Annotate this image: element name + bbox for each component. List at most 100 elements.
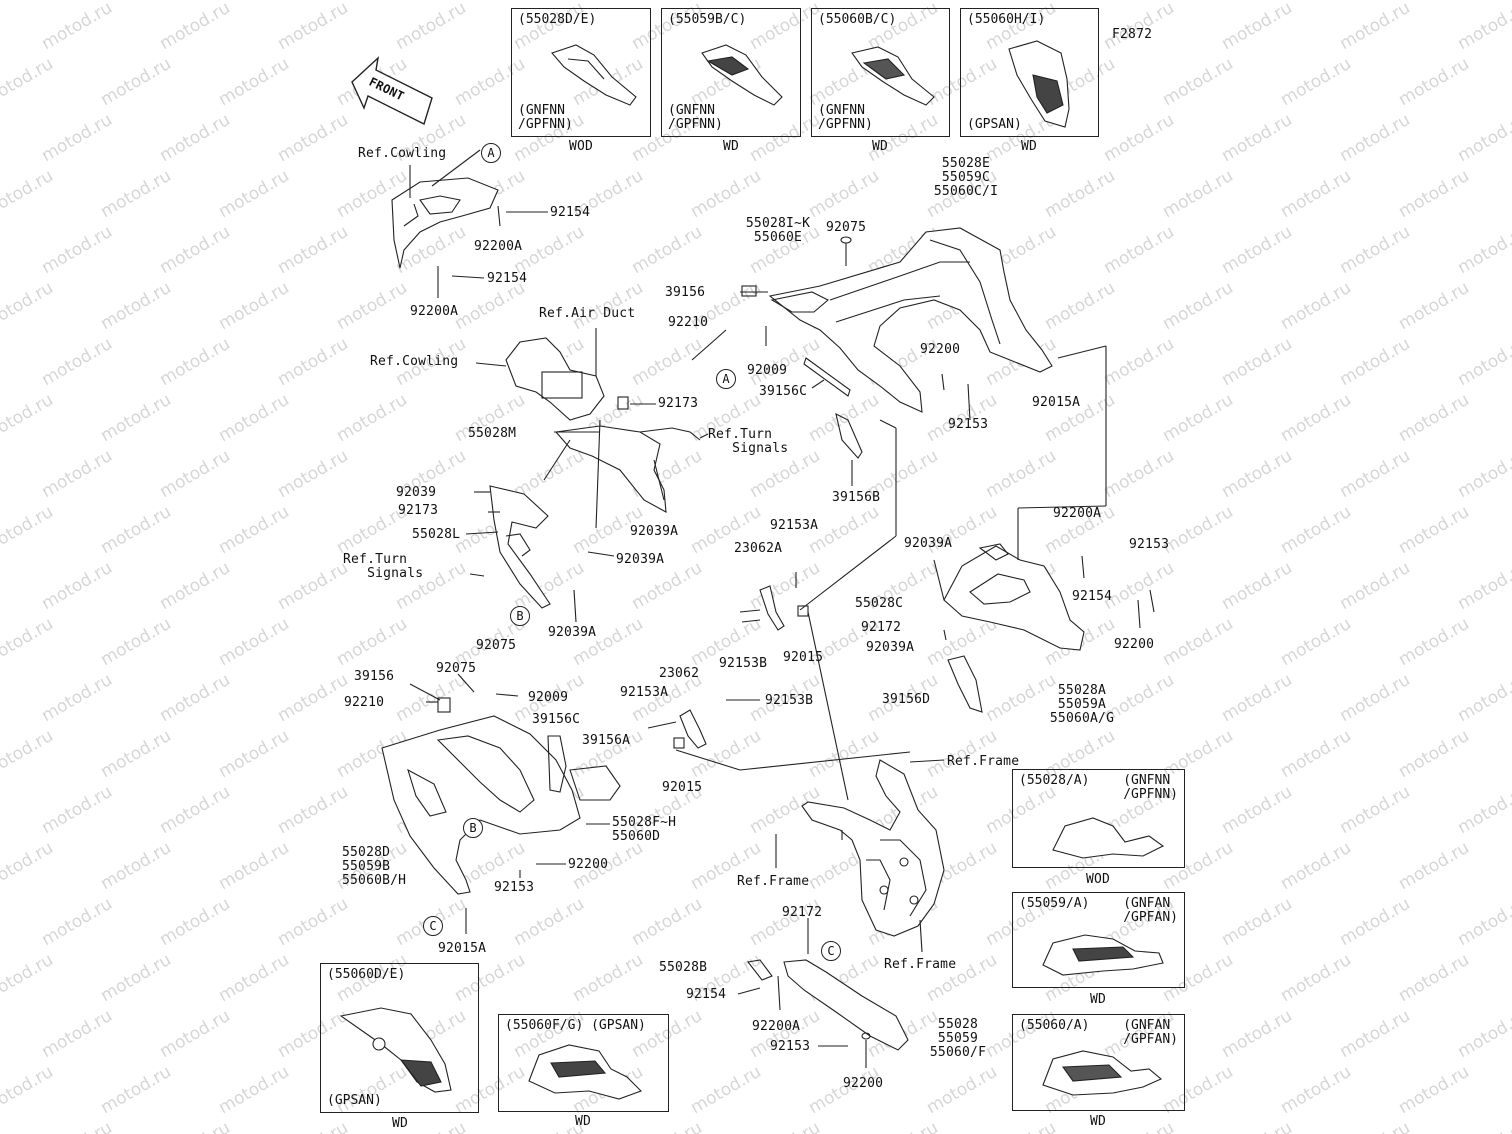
part-number-label: 39156D (882, 692, 931, 707)
part-number-label: 92173 (658, 396, 699, 411)
front-arrow-icon (351, 56, 433, 125)
leader-lines (543, 419, 665, 557)
frame-part (775, 759, 945, 953)
box-bottom-label: (GNFNN /GPFNN) (518, 103, 573, 132)
part-number-label: 92039A (548, 625, 597, 640)
ref-label: Ref.Frame (947, 754, 1020, 769)
box-bottom-label: (GNFNN /GPFNN) (668, 103, 723, 132)
part-number-label: 92153 (948, 417, 989, 432)
part-number-label: 39156 (665, 285, 706, 300)
part-number-label: 92039A (866, 640, 915, 655)
fairing-variant-icon (339, 1007, 452, 1093)
ref-label: Ref.Cowling (370, 354, 459, 369)
part-number-label: 39156C (759, 384, 808, 399)
box-title: (55060H/I) (967, 12, 1046, 27)
inset-box-55059A: (55059/A) (GNFAN /GPFAN) (1012, 892, 1185, 988)
part-number-label: 92009 (528, 690, 569, 705)
ref-label: Ref.Turn Signals (343, 552, 424, 581)
callout-marker-a: A (716, 369, 736, 389)
box-title: (55060F/G) (GPSAN) (505, 1018, 646, 1033)
callout-marker-c: C (423, 916, 443, 936)
part-number-label: 92153 (494, 880, 535, 895)
inset-box-55059BC: (55059B/C) (GNFNN /GPFNN) (661, 8, 801, 137)
part-number-label: 92200A (752, 1019, 801, 1034)
belly-panel-part (737, 918, 909, 1068)
part-number-group-label: 55028I~K 55060E (745, 216, 811, 245)
upper-cowling-part (391, 149, 548, 298)
part-number-label: 92200 (920, 342, 961, 357)
part-number-group-label: 55028A 55059A 55060A/G (1049, 683, 1115, 726)
air-duct-part (475, 328, 656, 421)
part-number-label: 39156A (582, 733, 631, 748)
part-number-label: 92075 (826, 220, 867, 235)
part-number-label: 39156B (832, 490, 881, 505)
part-number-label: 92009 (747, 363, 788, 378)
box-bottom-label: (GPSAN) (327, 1093, 382, 1108)
callout-marker-a: A (481, 143, 501, 163)
part-number-label: 92153A (620, 685, 669, 700)
part-number-group-label: 55028 55059 55060/F (929, 1017, 987, 1060)
box-bottom-label: (GPSAN) (967, 117, 1022, 132)
box-title: (55028D/E) (518, 12, 597, 27)
part-number-label: 92075 (476, 638, 517, 653)
part-number-label: 92153A (770, 518, 819, 533)
part-number-label: 92173 (398, 503, 439, 518)
box-under-label: WD (1020, 139, 1038, 154)
figure-code: F2872 (1112, 27, 1153, 42)
box-title: (55059/A) (1019, 896, 1090, 911)
part-number-label: 92200A (410, 304, 459, 319)
part-number-label: 92039A (630, 524, 679, 539)
box-title: (55028/A) (1019, 773, 1090, 788)
part-number-label: 92154 (1072, 589, 1113, 604)
inset-box-55060A: (55060/A) (GNFAN /GPFAN) (1012, 1014, 1185, 1111)
part-number-group-label: 55028F~H 55060D (612, 815, 677, 844)
part-number-label: 39156C (532, 712, 581, 727)
fairing-variant-icon (1052, 817, 1165, 859)
box-title: (55060B/C) (818, 12, 897, 27)
part-number-label: 92039 (396, 485, 437, 500)
box-bottom-label: (GNFNN /GPFNN) (818, 103, 873, 132)
part-number-label: 92200 (1114, 637, 1155, 652)
ref-label: Ref.Cowling (358, 146, 447, 161)
fairing-variant-icon (1042, 1050, 1163, 1096)
part-number-label: 92039A (616, 552, 665, 567)
part-number-label: 92015 (783, 650, 824, 665)
part-number-label: 92015 (662, 780, 703, 795)
part-number-label: 92172 (861, 620, 902, 635)
ref-label: Ref.Frame (737, 874, 810, 889)
part-number-label: 92153 (1129, 537, 1170, 552)
part-number-group-label: 55028E 55059C 55060C/I (933, 156, 999, 199)
inset-box-55028DE: (55028D/E) (GNFNN /GPFNN) (511, 8, 651, 137)
part-number-label: 92039A (904, 536, 953, 551)
inner-panel-55028L (465, 485, 577, 623)
part-number-label: 92075 (436, 661, 477, 676)
inset-box-55060DE: (55060D/E) (GPSAN) (320, 963, 479, 1113)
ref-label: Ref.Turn Signals (708, 427, 789, 456)
upper-fairing-part (691, 227, 1107, 611)
fairing-variant-icon (851, 46, 935, 106)
inner-panel-55028M (554, 425, 709, 513)
bracket-23062A (739, 572, 849, 801)
part-number-label: 92200 (568, 857, 609, 872)
inset-box-55060FG: (55060F/G) (GPSAN) (498, 1014, 669, 1112)
fairing-variant-icon (1008, 40, 1070, 128)
part-number-label: 92210 (344, 695, 385, 710)
box-under-label: WOD (1085, 872, 1111, 887)
part-number-label: 55028L (412, 527, 461, 542)
part-number-label: 92154 (487, 271, 528, 286)
part-number-label: 23062A (734, 541, 783, 556)
box-title: (55060D/E) (327, 967, 406, 982)
part-number-label: 55028C (855, 596, 904, 611)
part-number-label: 92154 (686, 987, 727, 1002)
right-lower-fairing-part (933, 508, 1155, 713)
fairing-variant-icon (528, 1044, 642, 1100)
callout-marker-b: B (463, 818, 483, 838)
inset-box-55060HI: (55060H/I) (GPSAN) (960, 8, 1099, 137)
part-number-label: 92154 (550, 205, 591, 220)
part-number-label: 92200A (474, 239, 523, 254)
box-under-label: WD (722, 139, 740, 154)
box-under-label: WD (1089, 1114, 1107, 1129)
part-number-label: 92200 (843, 1076, 884, 1091)
